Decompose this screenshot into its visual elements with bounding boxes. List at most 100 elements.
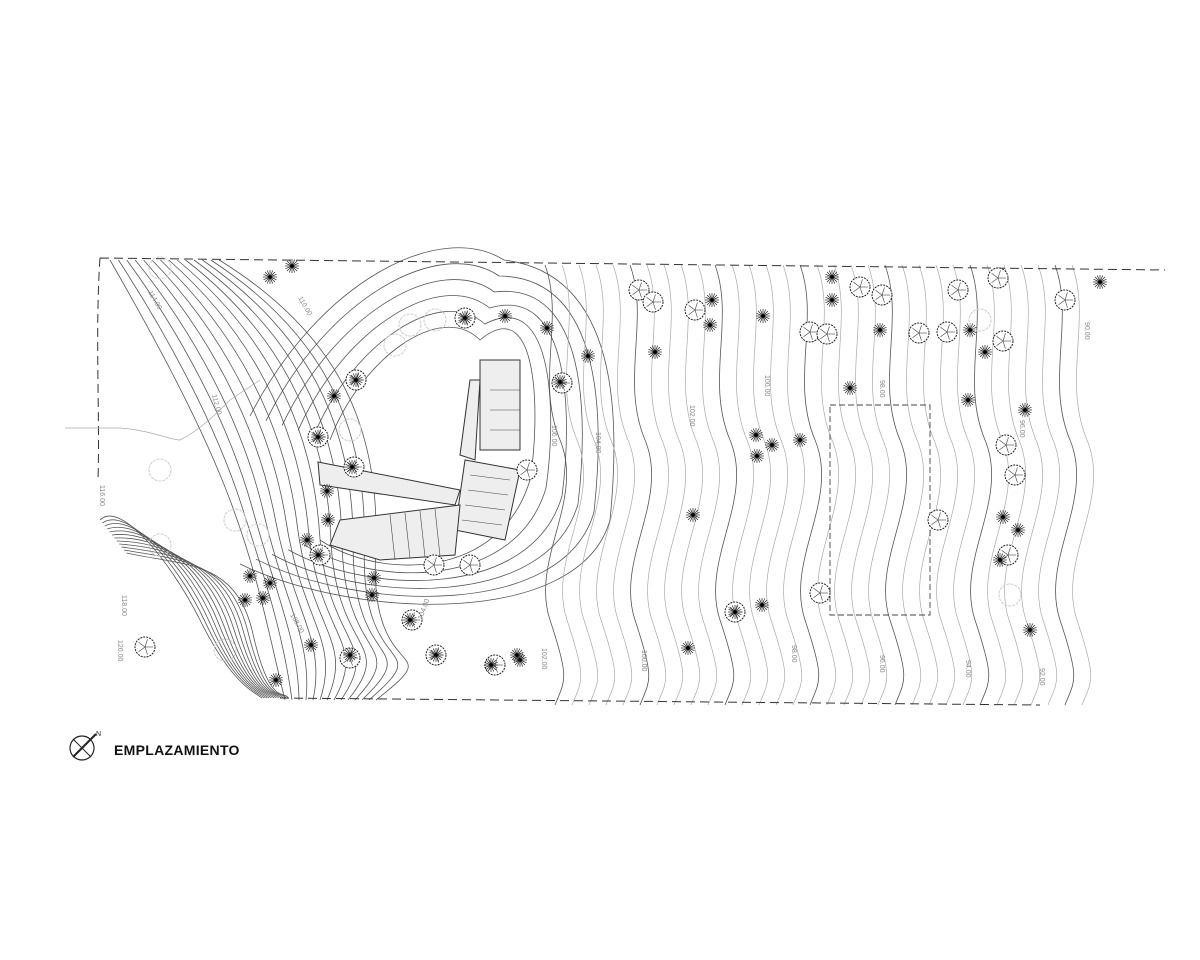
existing-tree-outline [423,308,447,332]
contour-line [1054,264,1078,706]
contour-label: 116.00 [98,485,105,506]
contour-line [151,259,327,701]
contour-label: 96.00 [878,655,885,673]
contour-line [134,259,308,701]
tree-canopy [849,276,871,298]
existing-tree-outline [968,308,992,332]
contour-label: 98.00 [790,645,797,663]
contour-line [143,259,317,701]
contour-line [102,519,265,699]
contour-line [714,264,738,706]
contour-label: 100.00 [640,650,647,672]
tree-symbol [1023,623,1037,637]
contour-label: 90.00 [1083,322,1090,340]
tree-canopy [423,554,445,576]
contour-line [271,279,583,589]
contour-label: 110.00 [296,296,313,318]
existing-tree-outline [398,313,422,337]
existing-tree-outline [338,418,362,442]
tree-symbol [825,270,839,284]
tree-symbol [263,270,277,284]
tree-symbol [498,309,512,323]
tree-canopy [992,330,1014,352]
tree-symbol [843,381,857,395]
contour-line [126,259,300,701]
tree-symbol [263,576,277,590]
tree-symbol [756,309,770,323]
existing-tree-outline [223,508,247,532]
existing-tree-outline [148,533,172,557]
contour-line [123,549,287,699]
existing-tree-outline [998,583,1022,607]
contour-line [697,264,720,706]
contour-line [239,247,615,605]
contour-line [731,264,754,706]
existing-tree-outline [148,256,172,280]
contour-line [680,264,703,706]
tree-symbol [793,433,807,447]
contour-line [595,264,618,706]
tree-symbol [581,349,595,363]
contour-line [850,264,873,706]
tree-symbol [765,438,779,452]
stream-path [65,379,261,441]
contour-label: 102.00 [540,648,547,670]
contour-line [765,264,788,706]
tree-symbol [996,510,1010,524]
contour-line [799,264,823,706]
tree-symbol [1018,403,1032,417]
tree-symbol [458,311,472,325]
tree-symbol [703,318,717,332]
tree-symbol [349,373,363,387]
contour-line [109,259,286,701]
tree-symbol [963,323,977,337]
tree-canopy [908,322,930,344]
contour-line [255,263,599,597]
contour-lines [99,247,1094,706]
tree-symbol [993,553,1007,567]
contour-line [126,552,289,699]
tree-symbol [825,293,839,307]
contour-line [121,546,284,699]
trees [134,256,1107,687]
site-boundary [97,257,1166,706]
tree-canopy [516,459,538,481]
tree-symbol [311,430,325,444]
tree-symbol [755,598,769,612]
tree-symbol [327,389,341,403]
contour-line [160,259,336,701]
tree-symbol [367,571,381,585]
contour-label: 100.00 [763,375,770,397]
tree-symbol [961,393,975,407]
tree-symbol [343,648,357,662]
tree-symbol [705,293,719,307]
tree-symbol [311,548,325,562]
tree-symbol [304,638,318,652]
north-arrow-icon: N [69,731,101,761]
contour-label: 104.00 [417,598,431,621]
contour-label: 106.00 [550,425,557,447]
tree-symbol [978,345,992,359]
contour-label: 120.00 [116,640,123,662]
tree-canopy [871,284,893,306]
contour-line [663,264,686,706]
tree-canopy [684,299,706,321]
contour-line [561,264,584,706]
contour-label: 92.00 [1038,668,1045,686]
tree-canopy [642,291,664,313]
contour-line [969,264,993,706]
tree-canopy [134,636,156,658]
contour-line [119,543,282,699]
tree-canopy [995,434,1017,456]
tree-symbol [243,569,257,583]
house-building [317,359,521,561]
tree-symbol [321,513,335,527]
tree-symbol [873,323,887,337]
tree-canopy [799,321,821,343]
tree-symbol [238,593,252,607]
north-label: N [96,731,101,738]
tree-canopy [987,267,1009,289]
contour-line [748,264,771,706]
tree-symbol [728,605,742,619]
